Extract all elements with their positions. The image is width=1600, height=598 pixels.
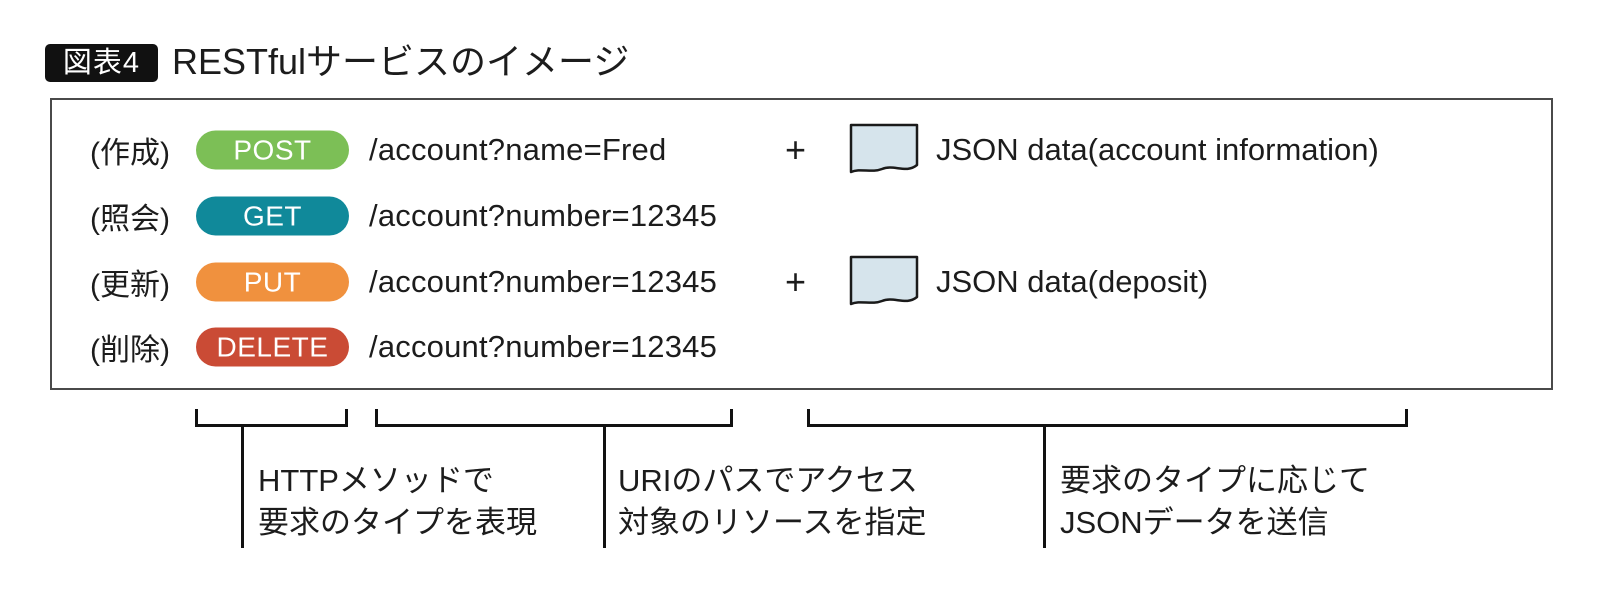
json-document-icon [849,255,919,306]
payload-description: JSON data(account information) [936,132,1379,167]
annotation-uri-path: URIのパスでアクセス 対象のリソースを指定 [618,460,926,544]
bracket-json-payload [807,409,1408,427]
payload-description: JSON data(deposit) [936,264,1209,299]
plus-sign: + [785,129,807,170]
plus-sign: + [785,261,807,302]
annotation-json-payload: 要求のタイプに応じて JSONデータを送信 [1060,460,1370,544]
request-uri: /account?name=Fred [369,132,667,167]
bracket-stem [241,424,244,548]
bracket-stem [1043,424,1046,548]
annotation-line: 要求のタイプを表現 [258,505,537,540]
operation-label: (照会) [90,203,170,236]
annotation-line: URIのパスでアクセス [618,463,918,498]
rest-row-put: (更新) PUT /account?number=12345 + JSON da… [52,249,1551,315]
annotation-line: 要求のタイプに応じて [1060,463,1370,498]
rest-row-delete: (削除) DELETE /account?number=12345 [52,314,1551,380]
http-method-pill-delete: DELETE [196,327,349,367]
diagram-box: (作成) POST /account?name=Fred + JSON data… [50,98,1553,390]
bracket-stem [603,424,606,548]
operation-label: (更新) [90,269,170,302]
http-method-pill-put: PUT [196,262,349,302]
figure-title: RESTfulサービスのイメージ [172,41,630,82]
rest-row-post: (作成) POST /account?name=Fred + JSON data… [52,117,1551,183]
bracket-http-method [195,409,348,427]
http-method-pill-post: POST [196,130,349,170]
json-document-icon [849,123,919,174]
request-uri: /account?number=12345 [369,264,718,299]
annotation-line: HTTPメソッドで [258,463,494,498]
request-uri: /account?number=12345 [369,198,718,233]
annotation-http-method: HTTPメソッドで 要求のタイプを表現 [258,460,537,544]
figure-number-badge: 図表4 [45,44,158,82]
rest-row-get: (照会) GET /account?number=12345 [52,183,1551,249]
http-method-pill-get: GET [196,196,349,236]
operation-label: (作成) [90,137,170,170]
annotation-line: 対象のリソースを指定 [618,505,927,540]
bracket-uri-path [375,409,733,427]
operation-label: (削除) [90,334,170,367]
request-uri: /account?number=12345 [369,329,718,364]
annotation-line: JSONデータを送信 [1060,505,1329,540]
